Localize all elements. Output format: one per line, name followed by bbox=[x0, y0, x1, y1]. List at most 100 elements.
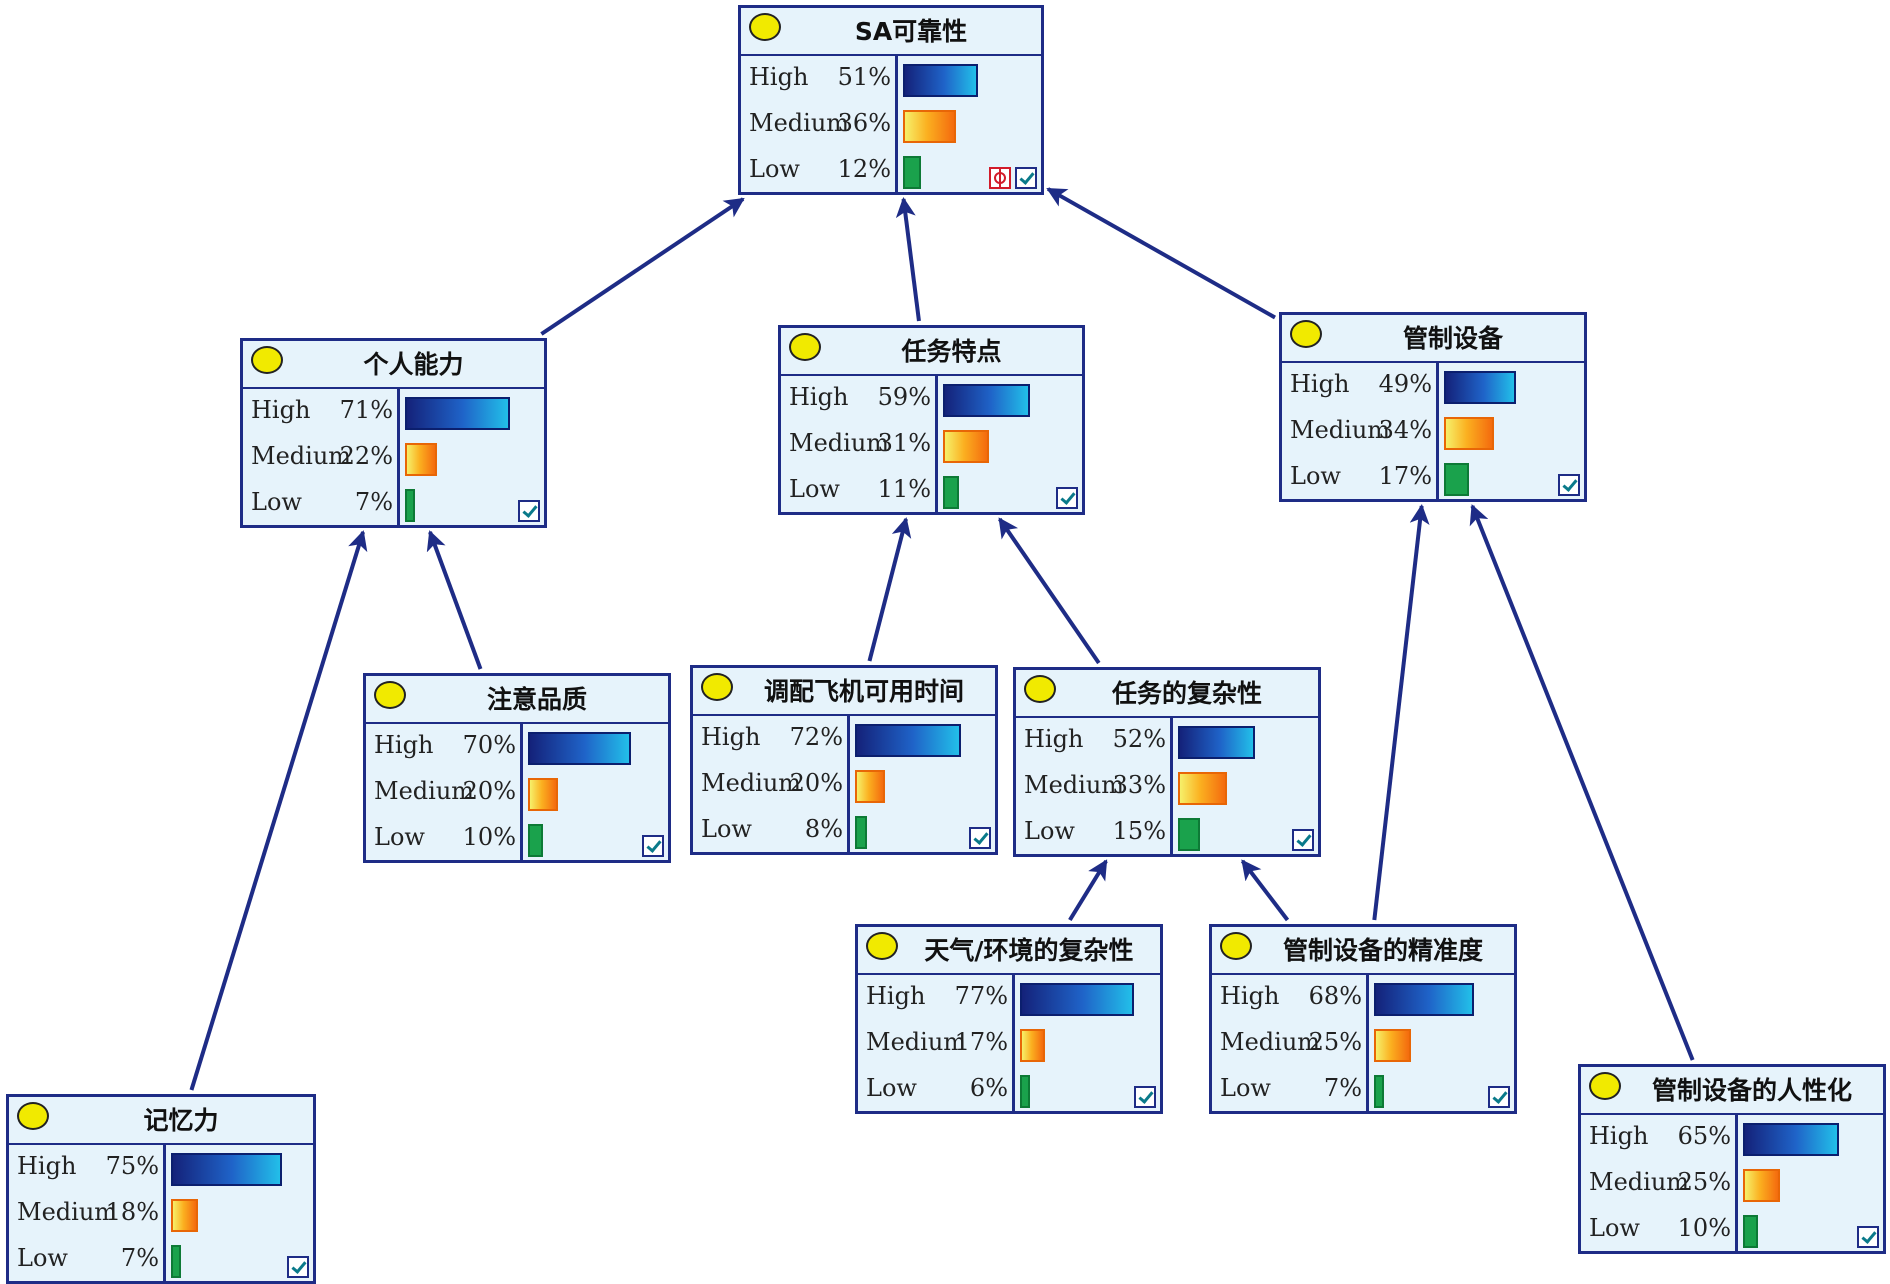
state-label: Low bbox=[749, 155, 800, 183]
state-percent: 10% bbox=[462, 823, 516, 851]
state-label: High bbox=[17, 1152, 77, 1180]
probability-bar-low bbox=[1374, 1075, 1384, 1108]
probability-bar-medium bbox=[903, 110, 956, 143]
state-percent: 18% bbox=[105, 1198, 159, 1226]
state-label: High bbox=[866, 982, 926, 1010]
node-divider bbox=[1012, 974, 1015, 1111]
probability-bar-high bbox=[171, 1153, 282, 1186]
edge-attention-quality-to-personal-ability bbox=[426, 530, 483, 670]
state-percent: 59% bbox=[877, 383, 931, 411]
state-percent: 72% bbox=[789, 723, 843, 751]
node-title: 注意品质 bbox=[486, 685, 587, 714]
node-header: 天气/环境的复杂性 bbox=[858, 927, 1160, 975]
state-label: High bbox=[251, 396, 311, 424]
checkmark-icon[interactable] bbox=[1488, 1086, 1510, 1108]
state-label: Medium bbox=[1220, 1028, 1321, 1056]
state-label: Low bbox=[866, 1074, 917, 1102]
state-percent: 7% bbox=[120, 1244, 159, 1272]
checkmark-icon[interactable] bbox=[1134, 1086, 1156, 1108]
checkmark-icon[interactable] bbox=[1015, 167, 1037, 189]
node-title: 管制设备 bbox=[1402, 324, 1503, 353]
status-dot-icon bbox=[701, 673, 733, 701]
edge-memory-to-personal-ability bbox=[189, 530, 368, 1091]
checkmark-icon[interactable] bbox=[1857, 1226, 1879, 1248]
probability-bar-medium bbox=[171, 1199, 198, 1232]
state-percent: 65% bbox=[1677, 1122, 1731, 1150]
node-divider bbox=[1735, 1114, 1738, 1251]
checkmark-icon[interactable] bbox=[1292, 829, 1314, 851]
node-divider bbox=[1436, 362, 1439, 499]
edge-dispatch-time-to-task-features bbox=[867, 517, 912, 662]
state-percent: 75% bbox=[105, 1152, 159, 1180]
probability-bar-low bbox=[171, 1245, 181, 1278]
state-percent: 25% bbox=[1677, 1168, 1731, 1196]
state-percent: 12% bbox=[837, 155, 891, 183]
status-dot-icon bbox=[789, 333, 821, 361]
target-icon[interactable] bbox=[989, 167, 1011, 189]
node-divider bbox=[520, 723, 523, 860]
probability-bar-low bbox=[528, 824, 543, 857]
state-percent: 17% bbox=[954, 1028, 1008, 1056]
node-header: 注意品质 bbox=[366, 676, 668, 724]
checkmark-icon[interactable] bbox=[518, 500, 540, 522]
probability-bar-medium bbox=[1444, 417, 1494, 450]
probability-bar-medium bbox=[405, 443, 437, 476]
state-percent: 17% bbox=[1378, 462, 1432, 490]
checkmark-icon[interactable] bbox=[1558, 474, 1580, 496]
status-dot-icon bbox=[1589, 1072, 1621, 1100]
state-percent: 68% bbox=[1308, 982, 1362, 1010]
state-percent: 49% bbox=[1378, 370, 1432, 398]
node-header: 管制设备的人性化 bbox=[1581, 1067, 1883, 1115]
probability-bar-high bbox=[1374, 983, 1474, 1016]
status-dot-icon bbox=[749, 13, 781, 41]
node-header: 个人能力 bbox=[243, 341, 544, 389]
node-header: 记忆力 bbox=[9, 1097, 313, 1145]
state-percent: 11% bbox=[877, 475, 931, 503]
state-label: Low bbox=[374, 823, 425, 851]
node-divider bbox=[935, 375, 938, 512]
state-label: High bbox=[1589, 1122, 1649, 1150]
checkmark-icon[interactable] bbox=[969, 827, 991, 849]
state-percent: 25% bbox=[1308, 1028, 1362, 1056]
state-percent: 52% bbox=[1112, 725, 1166, 753]
state-label: Medium bbox=[251, 442, 352, 470]
node-divider bbox=[163, 1144, 166, 1281]
checkmark-icon[interactable] bbox=[642, 835, 664, 857]
node-divider bbox=[847, 715, 850, 852]
status-dot-icon bbox=[1220, 932, 1252, 960]
state-percent: 70% bbox=[462, 731, 516, 759]
node-title: 任务的复杂性 bbox=[1111, 679, 1262, 708]
state-percent: 51% bbox=[837, 63, 891, 91]
checkmark-icon[interactable] bbox=[287, 1256, 309, 1278]
checkmark-icon[interactable] bbox=[1056, 487, 1078, 509]
state-label: High bbox=[701, 723, 761, 751]
